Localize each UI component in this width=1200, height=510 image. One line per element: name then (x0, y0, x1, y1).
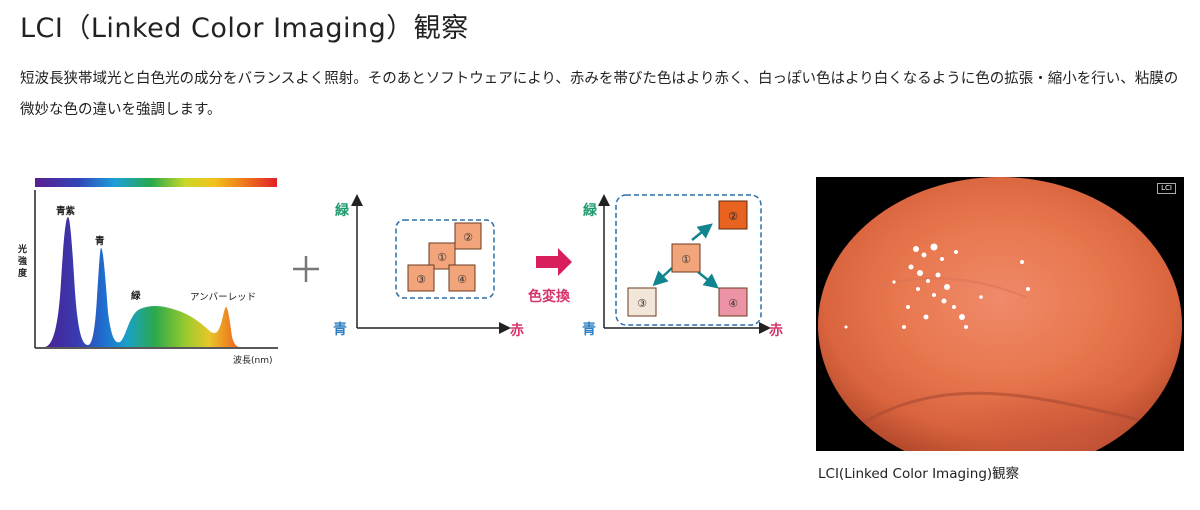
svg-text:①: ① (681, 253, 691, 266)
color-space-after: 緑 青 赤 ① ② ③ ④ (582, 194, 783, 339)
spectrum-x-label: 波長(nm) (233, 354, 273, 366)
peak-label-amber-red: アンバーレッド (190, 292, 256, 303)
svg-text:③: ③ (637, 297, 647, 310)
after-y-axis-label: 緑 (583, 202, 598, 219)
after-x-axis-left-label: 青 (582, 321, 596, 338)
before-x-axis-right-label: 赤 (510, 323, 524, 339)
plus-sign (293, 256, 319, 282)
page-title: LCI（Linked Color Imaging）観察 (20, 13, 469, 44)
after-marker-4: ④ (718, 287, 748, 317)
before-dashed-region (395, 219, 495, 299)
svg-text:③: ③ (416, 273, 426, 286)
svg-text:①: ① (437, 251, 447, 264)
svg-text:④: ④ (728, 297, 738, 310)
after-marker-1: ① (671, 243, 701, 273)
spectrum-y-label: 光 強 度 (17, 243, 30, 279)
spectrum-curve (36, 217, 264, 347)
before-marker-3: ③ (407, 264, 435, 292)
spectrum-chart: 光 強 度 青紫 青 緑 アンバーレッド 波長(nm) (17, 178, 278, 366)
before-marker-2: ② (454, 222, 482, 250)
endoscope-view-drawing (816, 177, 1184, 451)
after-x-axis-right-label: 赤 (769, 323, 783, 339)
svg-text:②: ② (728, 210, 738, 223)
color-conversion: 色変換 (528, 248, 572, 305)
description-text: 短波長狭帯域光と白色光の成分をバランスよく照射。そのあとソフトウェアにより、赤み… (20, 71, 1179, 118)
svg-text:②: ② (463, 231, 473, 244)
peak-label-green: 緑 (131, 290, 141, 302)
after-marker-3: ③ (627, 287, 657, 317)
before-y-axis-label: 緑 (335, 202, 350, 219)
wavelength-color-bar (35, 178, 277, 187)
svg-text:④: ④ (457, 273, 467, 286)
conversion-label: 色変換 (528, 288, 571, 305)
after-dashed-region (615, 194, 762, 326)
conversion-arrow-icon (536, 248, 572, 276)
lci-mode-badge: LCI (1157, 183, 1176, 194)
endoscope-image: LCI (816, 177, 1184, 451)
after-marker-2: ② (718, 200, 748, 230)
color-space-before: 緑 青 赤 ① ② ③ ④ (333, 194, 524, 339)
peak-label-blue: 青 (95, 235, 105, 247)
before-marker-4: ④ (448, 264, 476, 292)
before-x-axis-left-label: 青 (333, 321, 347, 338)
image-caption: LCI(Linked Color Imaging)観察 (818, 466, 1020, 482)
peak-label-blue-violet: 青紫 (56, 205, 76, 217)
